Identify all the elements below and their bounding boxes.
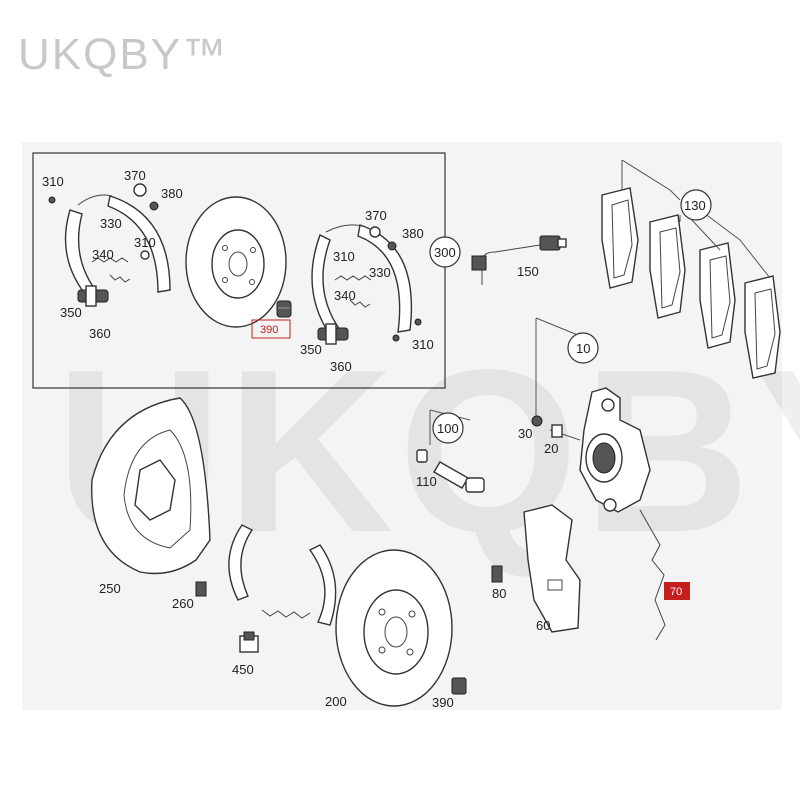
- label-340a: 340: [92, 247, 114, 262]
- label-310b: 310: [134, 235, 156, 250]
- label-30: 30: [518, 426, 532, 441]
- label-300: 300: [434, 245, 456, 260]
- label-370a: 370: [124, 168, 146, 183]
- label-370b: 370: [365, 208, 387, 223]
- caliper-10: [535, 317, 651, 513]
- bolt-260: [195, 581, 207, 597]
- label-330b: 330: [369, 265, 391, 280]
- label-360a: 360: [89, 326, 111, 341]
- label-310a: 310: [42, 174, 64, 189]
- bleeder-cap-30: [531, 415, 543, 427]
- label-70: 70: [670, 586, 682, 598]
- label-150: 150: [517, 264, 539, 279]
- label-20: 20: [544, 441, 558, 456]
- label-10: 10: [576, 341, 590, 356]
- brake-rotor-200: [335, 549, 453, 707]
- left-adjuster-350: [77, 285, 109, 307]
- label-380b: 380: [402, 226, 424, 241]
- label-310d: 310: [412, 337, 434, 352]
- right-adjuster-350: [317, 323, 349, 345]
- dust-shield-250: [91, 397, 211, 575]
- label-310c: 310: [333, 249, 355, 264]
- label-350a: 350: [60, 305, 82, 320]
- screw-390-bottom: [451, 677, 467, 695]
- screw-390-top: [276, 300, 292, 318]
- wear-sensor-150: [471, 235, 567, 285]
- label-130: 130: [684, 198, 706, 213]
- adjuster-450: [239, 631, 259, 653]
- anti-rattle-spring-70: [639, 509, 666, 641]
- label-450: 450: [232, 662, 254, 677]
- callout-circle-300: [429, 236, 461, 268]
- label-350b: 350: [300, 342, 322, 357]
- left-springs: [48, 183, 159, 283]
- label-100: 100: [437, 421, 459, 436]
- label-390b: 390: [432, 695, 454, 710]
- right-springs: [334, 226, 422, 342]
- label-340b: 340: [334, 288, 356, 303]
- lower-brake-shoe-pair: [228, 524, 337, 626]
- callout-circle-130: [680, 189, 712, 221]
- label-260: 260: [172, 596, 194, 611]
- label-110: 110: [416, 474, 437, 489]
- callout-box-390: [251, 319, 291, 339]
- caliper-carrier-60: [523, 504, 581, 633]
- label-390a: 390: [260, 324, 278, 336]
- parking-rotor: [185, 196, 287, 328]
- brake-pads-130: [601, 159, 781, 379]
- brand-logo: UKQBY™: [18, 30, 229, 79]
- label-200: 200: [325, 694, 347, 709]
- label-330a: 330: [100, 216, 122, 231]
- bolt-80: [491, 565, 503, 583]
- label-360b: 360: [330, 359, 352, 374]
- parking-brake-kit-box: [32, 152, 446, 389]
- bleeder-screw-20: [551, 424, 563, 438]
- label-60: 60: [536, 618, 550, 633]
- right-brake-shoe-pair: [311, 224, 413, 336]
- callout-circle-10: [567, 332, 599, 364]
- label-80: 80: [492, 586, 506, 601]
- callout-box-70: [664, 582, 690, 600]
- label-250: 250: [99, 581, 121, 596]
- callout-circle-100: [432, 412, 464, 444]
- label-380a: 380: [161, 186, 183, 201]
